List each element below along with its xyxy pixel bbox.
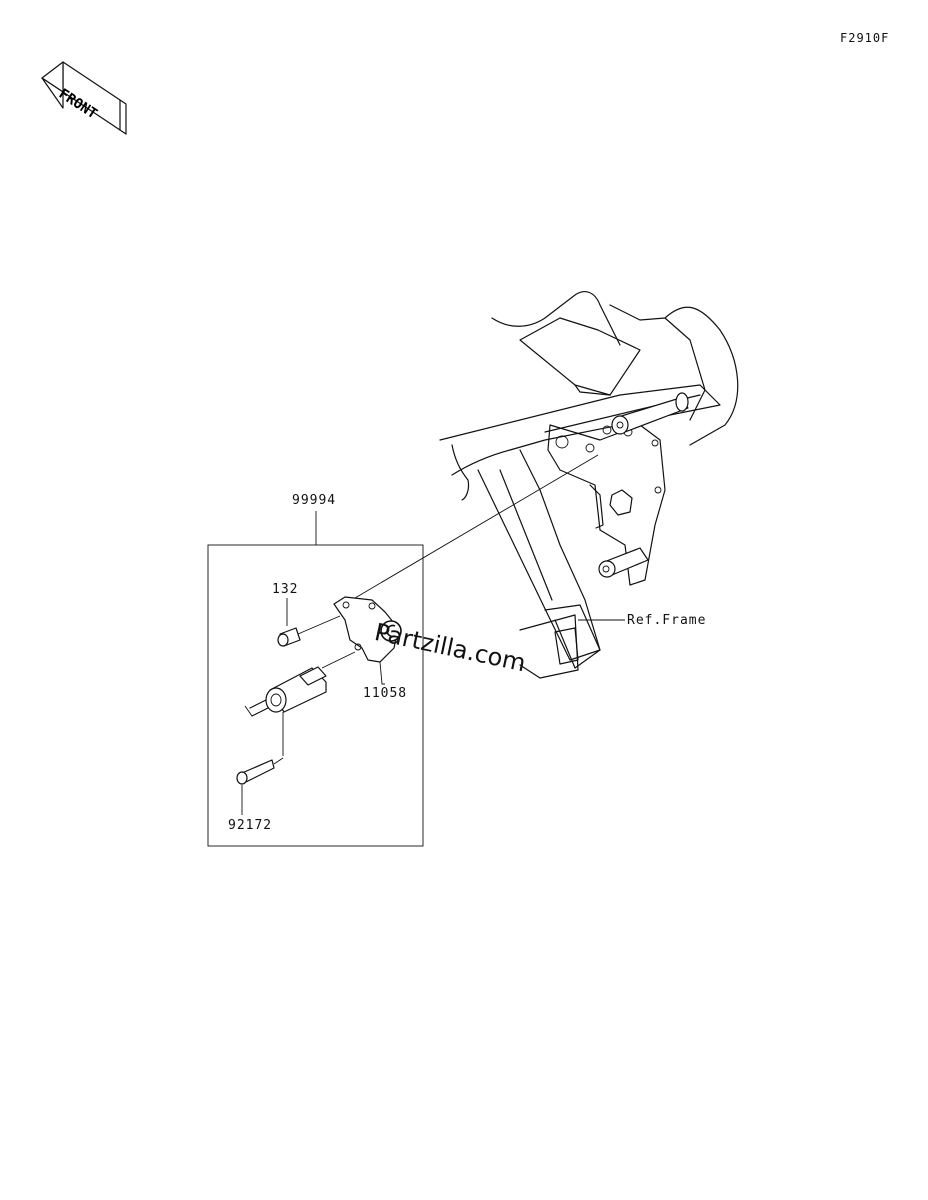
part-label-kit: 99994 <box>292 493 337 508</box>
copyright-icon <box>380 620 402 642</box>
frame-drawing <box>439 291 739 679</box>
front-arrow-icon: FRONT <box>41 61 127 135</box>
diagram-code: F2910F <box>840 31 890 45</box>
screw-92172 <box>236 757 284 815</box>
kit-box <box>207 544 424 847</box>
reference-label: Ref.Frame <box>627 613 707 628</box>
part-label-bracket: 11058 <box>363 686 408 701</box>
bracket-to-frame-leader <box>354 454 599 599</box>
switch-body <box>244 666 327 756</box>
bolt-132 <box>277 598 341 647</box>
bracket-11058 <box>321 596 399 685</box>
part-label-screw: 92172 <box>228 818 273 833</box>
part-label-bolt: 132 <box>272 582 299 597</box>
